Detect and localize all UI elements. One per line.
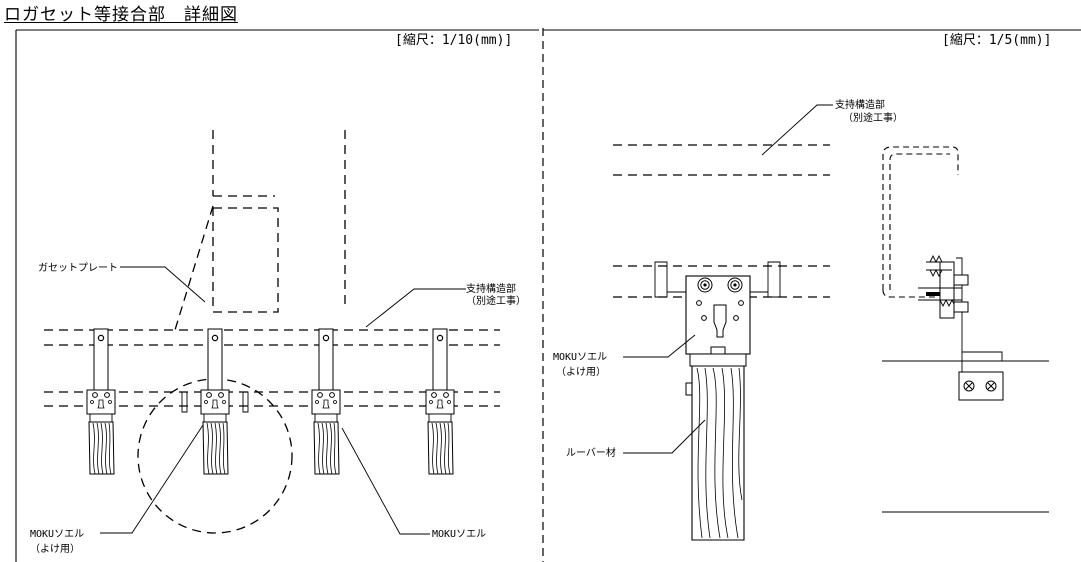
gusset-upper-outline — [212, 130, 346, 310]
right-support-label: 支持構造部 — [835, 98, 885, 111]
bracket-front-view — [654, 261, 781, 396]
left-moku-yoke-label-1: MOKUソエル — [30, 529, 84, 540]
clip-brackets — [181, 391, 249, 413]
left-support-label: 支持構造部 — [466, 282, 516, 295]
right-support-beam-upper — [613, 144, 830, 176]
drawing-title: ロガセット等接合部 詳細図 — [4, 5, 238, 25]
gusset-leader — [120, 266, 206, 303]
gusset-diagonal — [174, 205, 214, 331]
left-moku-yoke-label-2: （よけ用） — [30, 543, 80, 555]
right-support-leader — [761, 104, 833, 156]
louver-unit-1 — [86, 328, 116, 475]
louver-leader — [623, 419, 706, 454]
gusset-plate-label: ガセットプレート — [38, 262, 118, 274]
louver-unit-3 — [311, 328, 341, 475]
left-moku-label: MOKUソエル — [432, 529, 486, 540]
right-moku-yoke-leader — [623, 334, 696, 358]
left-moku-yoke-leader — [100, 424, 204, 534]
right-panel: [縮尺：1/5(mm)] 支持構造部 （別途工事） — [543, 29, 1081, 541]
left-support-leader — [365, 288, 466, 328]
louver-unit-4 — [425, 328, 455, 475]
left-panel: [縮尺：1/10(mm)] ガセットプレート 支持構造部 （別途工事） MOKU… — [15, 29, 539, 562]
right-support-note: （別途工事） — [843, 111, 903, 124]
louver-unit-2 — [200, 328, 230, 475]
right-moku-yoke-label-2: （よけ用） — [556, 366, 606, 378]
louver-label: ルーバー材 — [566, 446, 616, 459]
right-scale-label: [縮尺：1/5(mm)] — [942, 32, 1051, 48]
left-support-note: （別途工事） — [466, 294, 526, 307]
gusset-plate-outline — [212, 207, 279, 313]
right-moku-yoke-label-1: MOKUソエル — [553, 352, 607, 363]
louver-timber — [691, 365, 745, 541]
left-scale-label: [縮尺：1/10(mm)] — [395, 32, 512, 48]
left-moku-leader — [341, 427, 430, 535]
section-side-view — [882, 146, 1049, 513]
left-support-beam — [44, 329, 500, 407]
